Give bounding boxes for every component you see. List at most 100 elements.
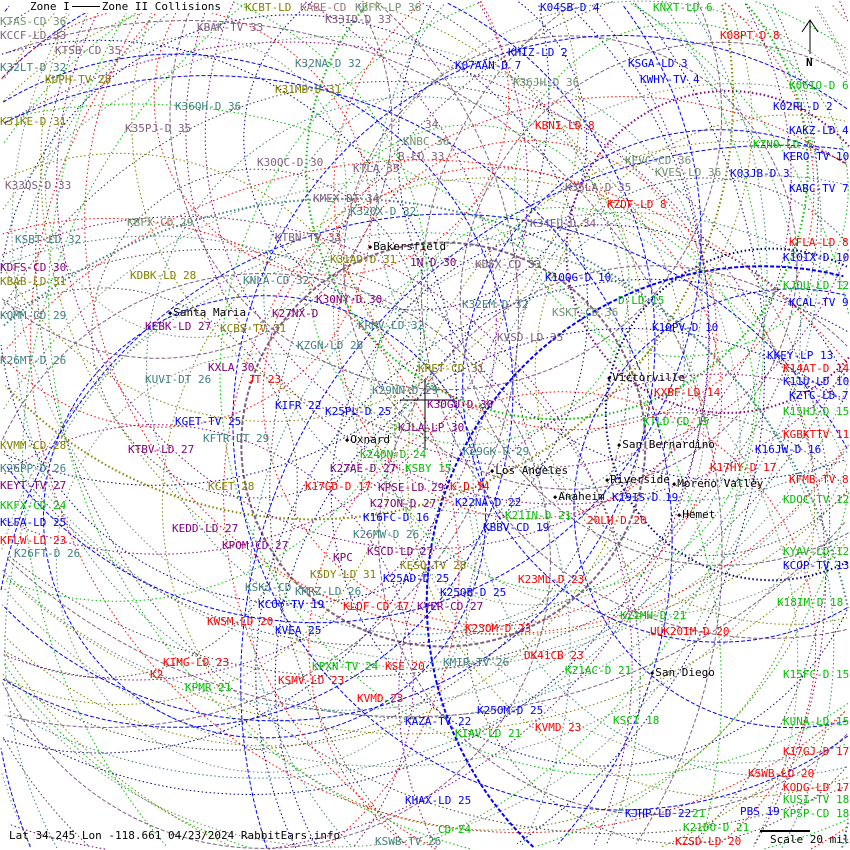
station-label[interactable]: K04SB-D 4	[540, 1, 600, 14]
station-label[interactable]: KTSB-CD 35	[55, 44, 122, 57]
station-label[interactable]: KKFX-CD 24	[0, 499, 67, 512]
station-label[interactable]: K25PL-D 25	[325, 405, 392, 418]
station-label[interactable]: K16FC-D 16	[363, 511, 430, 524]
station-label[interactable]: KZSD-LD 20	[675, 835, 742, 848]
station-label[interactable]: KKEY-LP 13	[767, 349, 834, 362]
station-label[interactable]: K30QC-D 30	[257, 156, 324, 169]
station-label[interactable]: KABE-CD	[300, 1, 347, 14]
station-label[interactable]: K23ML-D 23	[518, 573, 585, 586]
station-label[interactable]: D-LD 15	[618, 294, 665, 307]
station-label[interactable]: K21DO-D 21	[683, 821, 750, 834]
station-label[interactable]: KEYT-TV 27	[0, 479, 67, 492]
station-label[interactable]: K31KE-D 31	[0, 115, 67, 128]
station-label[interactable]: KMIR-TV 26	[443, 656, 510, 669]
station-label[interactable]: K16JW-D 16	[755, 443, 822, 456]
station-label[interactable]: KNLA-CD 32	[243, 274, 310, 287]
station-label[interactable]: K33ID-D 33	[325, 13, 392, 26]
station-label[interactable]: KLFA-LD 25	[0, 516, 67, 529]
station-label[interactable]: KMEX-DT 34	[313, 192, 380, 205]
station-label[interactable]: UUK20IM-D 20	[650, 625, 730, 638]
station-label[interactable]: KXBF-LD 14	[654, 386, 721, 399]
station-label[interactable]: KDFS-CD 30	[0, 261, 67, 274]
station-label[interactable]: K240N-D 24	[360, 448, 427, 461]
station-label[interactable]: KCAL-TV 9	[789, 296, 849, 309]
station-label[interactable]: K27AE-D 27	[330, 462, 397, 475]
station-label[interactable]: CD 24	[438, 823, 472, 836]
station-label[interactable]: K2	[150, 668, 164, 681]
station-label[interactable]: KUNA-LD 15	[783, 715, 850, 728]
station-label[interactable]: K03JB-D 3	[730, 167, 790, 180]
station-label[interactable]: K14AT-D 14	[783, 362, 850, 375]
station-label[interactable]: KTBN-TV 33	[275, 231, 342, 244]
station-label[interactable]: K19IS-D 19	[612, 491, 679, 504]
station-label[interactable]: K27ON-D 27	[370, 497, 437, 510]
station-label[interactable]: KUVI-DT 26	[145, 373, 212, 386]
station-label[interactable]: 34	[425, 118, 439, 131]
station-label[interactable]: K26FT-D 26	[14, 547, 81, 560]
station-label[interactable]: K32NA-D 32	[295, 57, 362, 70]
station-label[interactable]: KABC-TV 7	[789, 182, 849, 195]
station-label[interactable]: KVER-CD 27	[417, 600, 484, 613]
station-label[interactable]: K11U-LD 10	[783, 375, 850, 388]
station-label[interactable]: K08PT-D 8	[720, 29, 780, 42]
station-label[interactable]: KYAV-LD 12	[783, 545, 850, 558]
station-label[interactable]: KFLA-LD 8	[789, 236, 849, 249]
station-label[interactable]: KBBV-CD 19	[483, 521, 550, 534]
station-label[interactable]: KSCI 18	[613, 714, 660, 727]
station-label[interactable]: 21	[692, 807, 706, 820]
station-label[interactable]: KMRZ-LD 26	[295, 585, 362, 598]
station-label[interactable]: K320X-D 32	[350, 205, 417, 218]
station-label[interactable]: B-LD 33	[398, 150, 445, 163]
station-label[interactable]: K17GD-D 17	[305, 480, 372, 493]
station-label[interactable]: KBAB-LD 31	[0, 275, 67, 288]
station-label[interactable]: KSKJ-CD	[245, 581, 292, 594]
station-label[interactable]: K26MT-D 26	[0, 354, 67, 367]
station-label[interactable]: K29GK-D 29	[463, 445, 530, 458]
station-label[interactable]: KZTC-LD 7	[789, 389, 849, 402]
station-label[interactable]: KCBS-TV 31	[220, 322, 287, 335]
station-label[interactable]: KJLA-LP 30	[398, 421, 465, 434]
station-label[interactable]: KIMG-LD 23	[163, 656, 230, 669]
station-label[interactable]: KRET-CD 31	[418, 362, 485, 375]
station-label[interactable]: KJHP-LD 22	[625, 807, 692, 820]
station-label[interactable]: KPC	[333, 551, 353, 564]
station-label[interactable]: KSGA-LD 3	[628, 57, 688, 70]
station-label[interactable]: K10IX-D 10	[783, 251, 850, 264]
station-label[interactable]: K32EM-D 32	[462, 298, 529, 311]
station-label[interactable]: K25AD-D 25	[383, 572, 450, 585]
station-label[interactable]: KDBK-LD 28	[130, 269, 197, 282]
station-label[interactable]: KVES-LD 36	[655, 166, 722, 179]
station-label[interactable]: K21MH-D 21	[620, 609, 687, 622]
station-label[interactable]: KUPH-TV 28	[45, 73, 112, 86]
station-label[interactable]: K25QB-D 25	[440, 586, 507, 599]
station-label[interactable]: KBFX-CD 29	[127, 216, 194, 229]
station-label[interactable]: KSBT-LD 32	[15, 233, 82, 246]
station-label[interactable]: K17GJ-D 17	[783, 745, 850, 758]
station-label[interactable]: KZDF-LD 8	[607, 198, 667, 211]
station-label[interactable]: K31AD-D 31	[330, 253, 397, 266]
station-label[interactable]: K33QS-D 33	[5, 179, 72, 192]
station-label[interactable]: KHAX-LD 25	[405, 794, 472, 807]
station-label[interactable]: K30NY-D 30	[316, 293, 383, 306]
station-label[interactable]: K15HJ-D 15	[783, 405, 850, 418]
station-label[interactable]: KXLA 30	[208, 361, 255, 374]
station-label[interactable]: KHIZ-LD 2	[508, 46, 568, 59]
station-label[interactable]: KSBY 15	[405, 462, 452, 475]
station-label[interactable]: KUSI-TV 18	[783, 793, 850, 806]
station-label[interactable]: K25OM-D 25	[477, 704, 544, 717]
station-label[interactable]: KSDY-LD 31	[310, 568, 377, 581]
station-label[interactable]: KSCD-LD 27	[367, 545, 434, 558]
station-label[interactable]: KLDF-CD 17	[343, 600, 410, 613]
station-label[interactable]: KGBKTTV 11	[783, 428, 850, 441]
station-label[interactable]: K10PV-D 10	[652, 321, 719, 334]
station-label[interactable]: K10OG-D 10	[545, 271, 612, 284]
station-label[interactable]: K35LA-D 35	[565, 181, 632, 194]
site-name[interactable]: RabbitEars.info	[240, 829, 341, 842]
station-label[interactable]: KODG-LD 17	[783, 781, 850, 794]
station-label[interactable]: KSMV-LD 23	[278, 674, 345, 687]
station-label[interactable]: K35PJ-D 35	[125, 122, 192, 135]
station-label[interactable]: KVMD 23	[357, 692, 404, 705]
station-label[interactable]: K06IO-D 6	[789, 79, 849, 92]
station-label[interactable]: K22NA-D 22	[455, 496, 522, 509]
